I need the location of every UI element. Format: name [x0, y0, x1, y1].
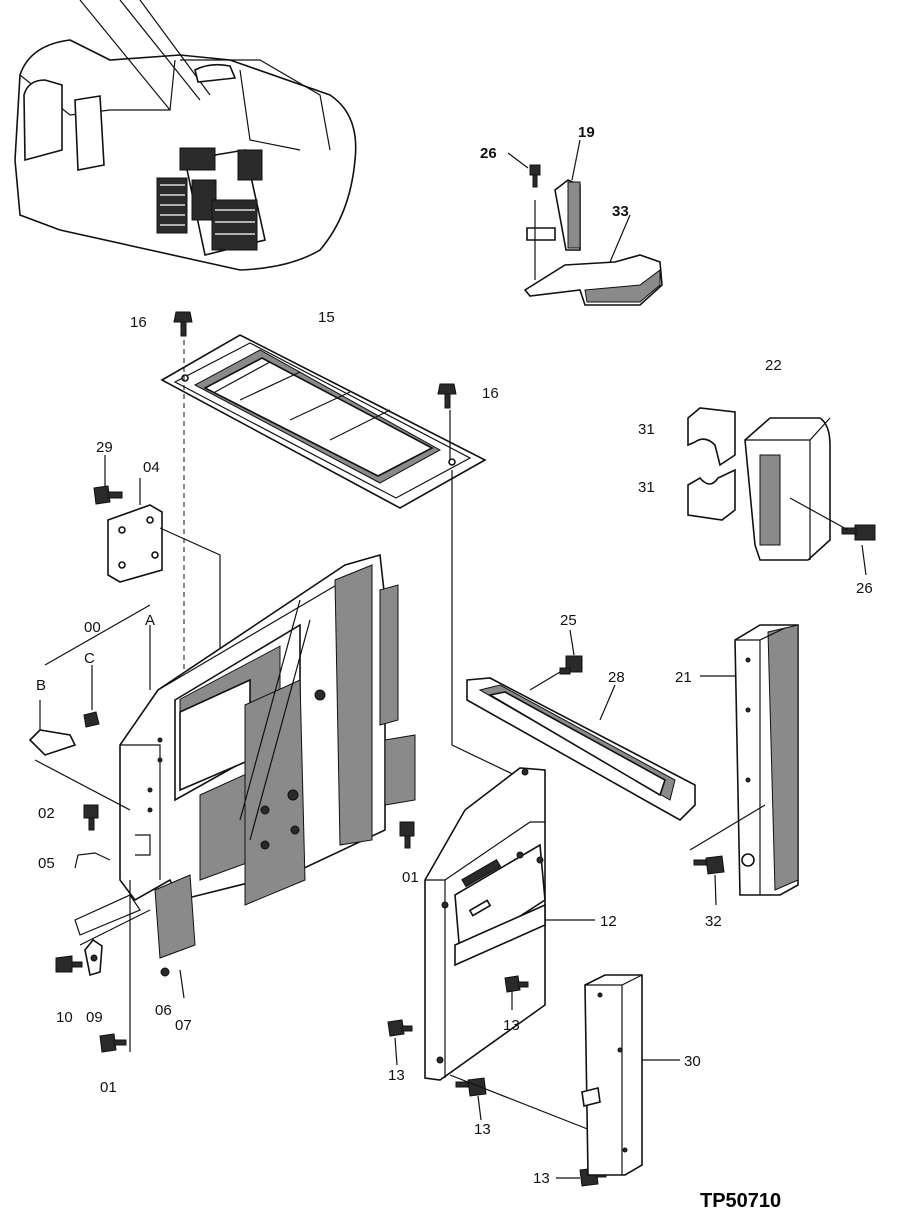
bolt-10	[55, 955, 83, 973]
part-05-pin	[74, 852, 111, 869]
label-09: 09	[86, 1009, 103, 1026]
bolt-01-middle	[399, 821, 415, 849]
label-13-b: 13	[388, 1067, 405, 1084]
part-31-lower-half	[687, 468, 736, 521]
label-22: 22	[765, 357, 782, 374]
label-26-right: 26	[856, 580, 873, 597]
bolt-26-right	[841, 524, 876, 541]
label-07: 07	[175, 1017, 192, 1034]
label-16-right: 16	[482, 385, 499, 402]
bolt-13-b	[387, 1019, 413, 1037]
bolt-13-c	[455, 1077, 487, 1097]
label-12: 12	[600, 913, 617, 930]
label-B: B	[36, 677, 46, 694]
label-25: 25	[560, 612, 577, 629]
label-02: 02	[38, 805, 55, 822]
label-13-a: 13	[503, 1017, 520, 1034]
label-29: 29	[96, 439, 113, 456]
bolt-16-left	[173, 311, 193, 337]
part-number-labels: 26 19 33 16 15 16 22 31 31 26 29 04 00 A…	[36, 124, 873, 1187]
bolt-16-right	[437, 383, 457, 409]
label-21: 21	[675, 669, 692, 686]
part-07-pin	[179, 969, 185, 999]
label-05: 05	[38, 855, 55, 872]
label-C: C	[84, 650, 95, 667]
bolt-02	[83, 804, 99, 831]
bolt-13-a	[504, 975, 529, 993]
part-33-plate	[523, 254, 663, 306]
part-09-clamp	[84, 938, 103, 977]
bolt-26-top	[529, 164, 541, 188]
label-01-left: 01	[100, 1079, 117, 1096]
part-12-side-panel	[424, 767, 546, 1081]
bolt-32	[693, 855, 725, 875]
part-19-bracket	[526, 179, 581, 251]
drawing-code: TP50710	[700, 1190, 781, 1212]
bolt-01-left	[99, 1033, 127, 1053]
bolt-25	[559, 655, 583, 675]
machine-overview-illustration	[14, 0, 357, 271]
label-13-d: 13	[533, 1170, 550, 1187]
label-32: 32	[705, 913, 722, 930]
part-04-plate	[107, 504, 163, 583]
label-31-upper: 31	[638, 421, 655, 438]
label-31-lower: 31	[638, 479, 655, 496]
label-28: 28	[608, 669, 625, 686]
bolt-29	[93, 485, 123, 505]
label-01-middle: 01	[402, 869, 419, 886]
part-28-rail	[466, 677, 696, 821]
label-06: 06	[155, 1002, 172, 1019]
label-15: 15	[318, 309, 335, 326]
part-15-top-plate	[160, 334, 487, 509]
label-19: 19	[578, 124, 595, 141]
label-A: A	[145, 612, 155, 629]
label-26-top: 26	[480, 145, 497, 162]
part-00-bracket-group	[28, 604, 151, 811]
part-22-block	[744, 417, 831, 561]
label-33: 33	[612, 203, 629, 220]
label-10: 10	[56, 1009, 73, 1026]
part-30-plate	[581, 974, 643, 1176]
label-00: 00	[84, 619, 101, 636]
label-04: 04	[143, 459, 160, 476]
part-06-washer	[160, 967, 170, 977]
part-31-upper-half	[687, 407, 736, 467]
label-16-left: 16	[130, 314, 147, 331]
part-21-channel	[734, 624, 799, 896]
label-30: 30	[684, 1053, 701, 1070]
main-frame-assembly	[119, 553, 416, 959]
label-13-c: 13	[474, 1121, 491, 1138]
